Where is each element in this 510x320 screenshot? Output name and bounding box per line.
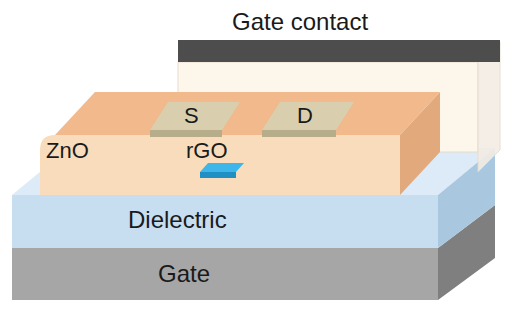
dielectric-front	[12, 195, 438, 248]
gate-contact-bar	[178, 40, 500, 62]
layer-label: ZnO	[46, 140, 89, 162]
rgo-top	[200, 163, 244, 172]
rgo-front	[200, 172, 236, 178]
zno-layer: ZnO S DrGO	[40, 92, 440, 195]
source-pad-front	[150, 130, 222, 137]
layer-label: Gate contact	[232, 10, 368, 34]
gate-contact-node: Gate contact	[150, 4, 500, 40]
zno-front	[40, 135, 400, 195]
layer-label: rGO	[186, 140, 228, 162]
rgo-flake: rGO	[180, 138, 250, 180]
source-pad: S	[150, 100, 240, 130]
layer-label: D	[297, 105, 313, 127]
gate-front	[12, 248, 438, 300]
source-pad-top	[150, 102, 240, 130]
layer-label: Gate	[158, 262, 210, 286]
gate-layer: Gate	[12, 248, 495, 300]
drain-pad: D	[262, 100, 354, 130]
dielectric-layer: Dielectric	[12, 148, 495, 248]
layer-label: Dielectric	[128, 208, 227, 232]
zno-top	[55, 92, 440, 135]
drain-pad-top	[262, 102, 354, 130]
layer-label: S	[184, 105, 199, 127]
drain-pad-front	[262, 130, 336, 137]
